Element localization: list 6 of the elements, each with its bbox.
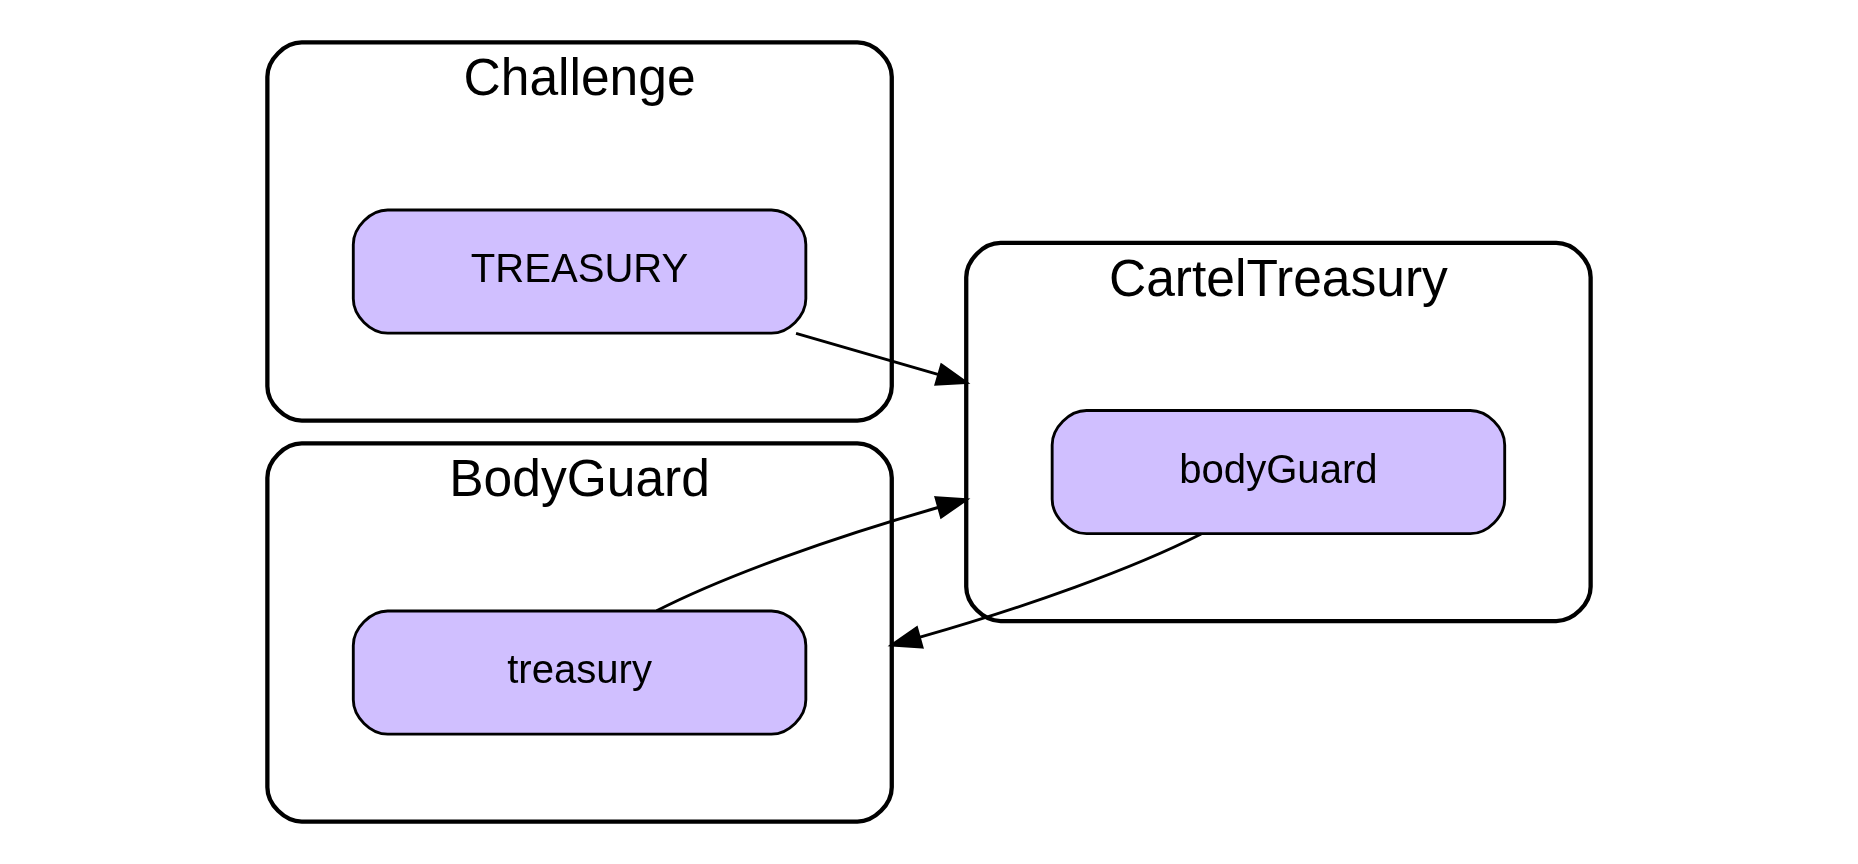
arrow (887, 532, 1202, 649)
node-box: treasury (351, 609, 808, 736)
arrow (795, 332, 971, 386)
arrow (656, 496, 971, 613)
node-box: bodyGuard (1050, 409, 1507, 536)
node-box: TREASURY (351, 208, 808, 335)
